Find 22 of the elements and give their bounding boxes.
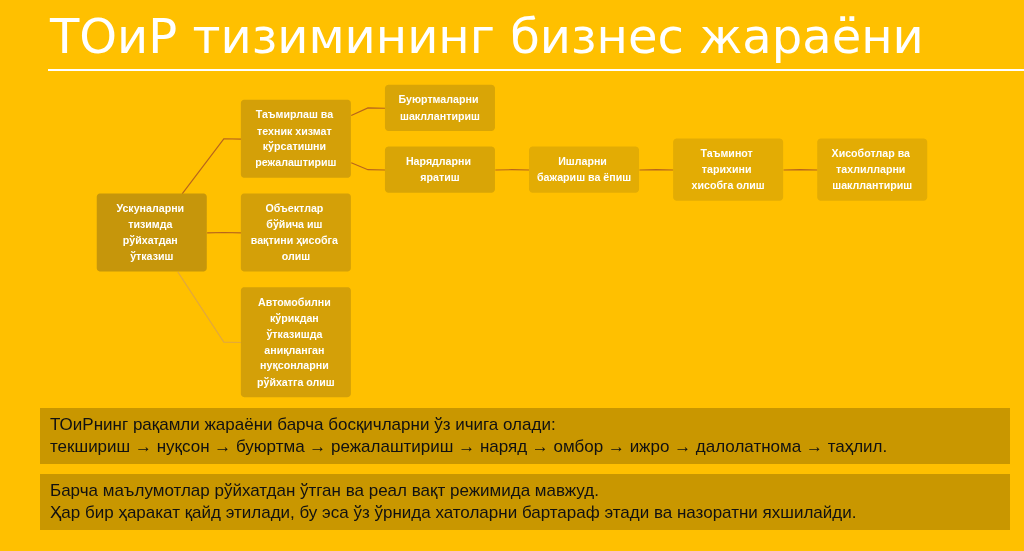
note-text: Барча маълумотлар рўйхатдан ўтган ва реал вақт режимида мавжуд. [50,480,600,502]
process-box: Буюртмаларни шакллантириш [384,84,495,131]
process-box: Ускуналарни тизимда рўйхатдан ўтказиш [96,193,207,272]
process-box: Автомобилни кўрикдан ўтказишда аниқланган нуқсонларни рўйхатга олиш [240,287,351,398]
process-box: Хисоботлар ва тахлилларни шакллантириш [817,138,928,201]
diagram-title: ТОиР тизимининг бизнес жараёни [50,8,924,64]
connector-line [177,271,242,344]
process-box: Таъминот тарихини хисобга олиш [673,138,784,201]
process-box: Ишларни бажариш ва ёпиш [529,146,640,193]
connector-line [638,169,675,171]
connector-line [181,138,242,195]
connector-line [350,107,386,117]
connector-line [782,169,819,171]
connector-line [206,231,242,234]
note-text: текшириш → нуқсон → буюртма → режалаштириш → наряд → омбор → ижро → далолатнома → таҳлил. [50,436,889,458]
process-box: Таъмирлаш ва техник хизмат кўрсатишни режалаштириш [240,99,351,178]
process-box: Объектлар бўйича иш вақтини ҳисобга олиш [240,193,351,272]
connector-line [350,162,386,171]
note-text: Ҳар бир ҳаракат қайд этилади, бу эса ўз ўрнида хатоларни бартараф этади ва назоратни яхшилайди. [50,502,858,524]
process-box: Нарядларни яратиш [384,146,495,193]
note-text: ТОиРнинг рақамли жараёни барча босқичларни ўз ичига олади: [50,414,557,436]
connector-line [494,169,530,171]
